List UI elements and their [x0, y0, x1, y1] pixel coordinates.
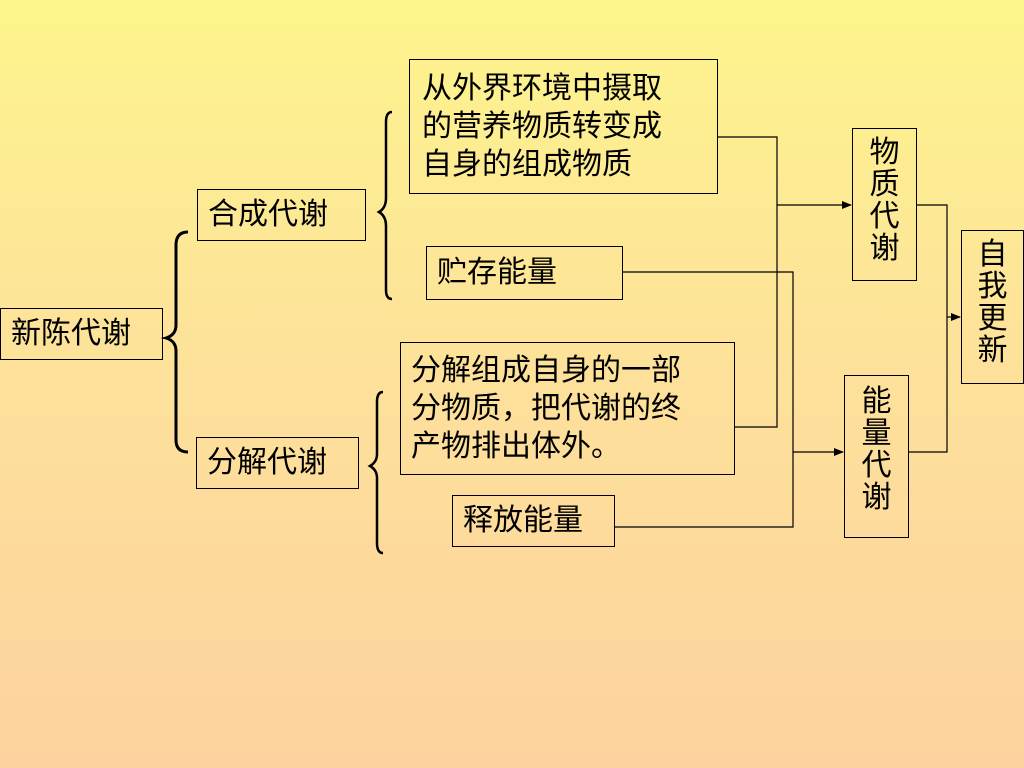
- node-decompose-excrete: 分解组成自身的一部 分物质，把代谢的终 产物排出体外。: [400, 342, 735, 475]
- decompose-line-1: 分解组成自身的一部: [411, 353, 681, 388]
- node-store-energy: 贮存能量: [426, 246, 623, 300]
- line-material-out: [917, 204, 948, 317]
- node-store-energy-label: 贮存能量: [437, 255, 557, 290]
- node-release-energy: 释放能量: [452, 495, 615, 547]
- node-metabolism: 新陈代谢: [0, 308, 163, 360]
- line-energy-out: [909, 317, 948, 453]
- node-catabolism: 分解代谢: [196, 437, 359, 489]
- line-release: [615, 452, 794, 528]
- absorb-line-2: 的营养物质转变成: [422, 109, 662, 144]
- renewal-char-2: 我: [977, 269, 1008, 304]
- material-char-3: 代: [869, 199, 900, 234]
- material-char-1: 物: [869, 135, 900, 170]
- line-store: [623, 271, 794, 452]
- node-catabolism-label: 分解代谢: [207, 445, 327, 480]
- node-release-energy-label: 释放能量: [463, 503, 583, 538]
- decompose-line-2: 分物质，把代谢的终: [411, 391, 681, 426]
- material-char-4: 谢: [869, 231, 900, 266]
- line-absorb: [717, 136, 778, 205]
- node-metabolism-label: 新陈代谢: [11, 316, 131, 351]
- renewal-char-3: 更: [977, 301, 1008, 336]
- energy-char-1: 能: [861, 384, 892, 419]
- absorb-line-1: 从外界环境中摄取: [422, 71, 662, 106]
- energy-char-2: 量: [861, 416, 892, 451]
- energy-char-3: 代: [861, 448, 892, 483]
- renewal-char-1: 自: [977, 237, 1008, 272]
- absorb-line-3: 自身的组成物质: [422, 147, 632, 182]
- renewal-char-4: 新: [977, 333, 1008, 368]
- node-absorb-transform: 从外界环境中摄取 的营养物质转变成 自身的组成物质: [409, 59, 718, 194]
- main-brace: [160, 230, 189, 454]
- catabolism-brace: [367, 390, 384, 555]
- material-char-2: 质: [869, 167, 900, 202]
- decompose-line-3: 产物排出体外。: [411, 429, 621, 464]
- energy-char-4: 谢: [861, 480, 892, 515]
- node-anabolism: 合成代谢: [197, 189, 366, 241]
- node-energy-metabolism: 能 量 代 谢: [844, 375, 909, 538]
- node-material-metabolism: 物 质 代 谢: [852, 128, 917, 281]
- line-decompose: [735, 205, 778, 428]
- node-self-renewal: 自 我 更 新: [961, 230, 1024, 384]
- node-anabolism-label: 合成代谢: [208, 197, 328, 232]
- anabolism-brace: [376, 110, 393, 301]
